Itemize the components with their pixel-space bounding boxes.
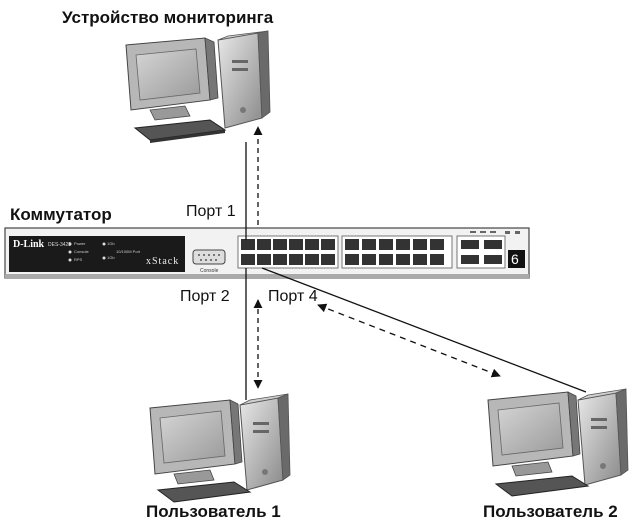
unit-number: 6: [511, 251, 519, 267]
led-label-power: Power: [74, 241, 86, 246]
switch-series: xStack: [146, 256, 180, 267]
switch-model: DES-3428: [48, 242, 72, 248]
user1-pc-icon: [149, 393, 291, 503]
user2-label: Пользователь 2: [483, 502, 618, 521]
console-port: [192, 249, 226, 265]
console-label: Console: [200, 268, 219, 274]
unit-number-box: [508, 250, 525, 268]
port1-label: Порт 1: [186, 203, 236, 220]
link-user2-traffic: [317, 303, 501, 378]
led-label-port: 10/100M Port: [116, 249, 141, 254]
switch-brand: D-Link: [13, 239, 45, 250]
switch-label: Коммутатор: [10, 205, 112, 224]
monitoring-pc-icon: [125, 30, 271, 143]
led-label-1gb-top: 1Gb: [107, 241, 115, 246]
port4-label: Порт 4: [268, 288, 318, 305]
led-label-1gb-bottom: 1Gb: [107, 255, 115, 260]
led-label-console: Console: [74, 249, 89, 254]
led-label-rps: RPS: [74, 257, 83, 262]
user1-label: Пользователь 1: [146, 502, 281, 521]
switch-front-panel: [9, 236, 185, 272]
link-user2-solid: [261, 267, 587, 393]
user2-pc-icon: [487, 388, 629, 497]
port2-label: Порт 2: [180, 288, 230, 305]
monitoring-device-label: Устройство мониторинга: [62, 8, 274, 27]
